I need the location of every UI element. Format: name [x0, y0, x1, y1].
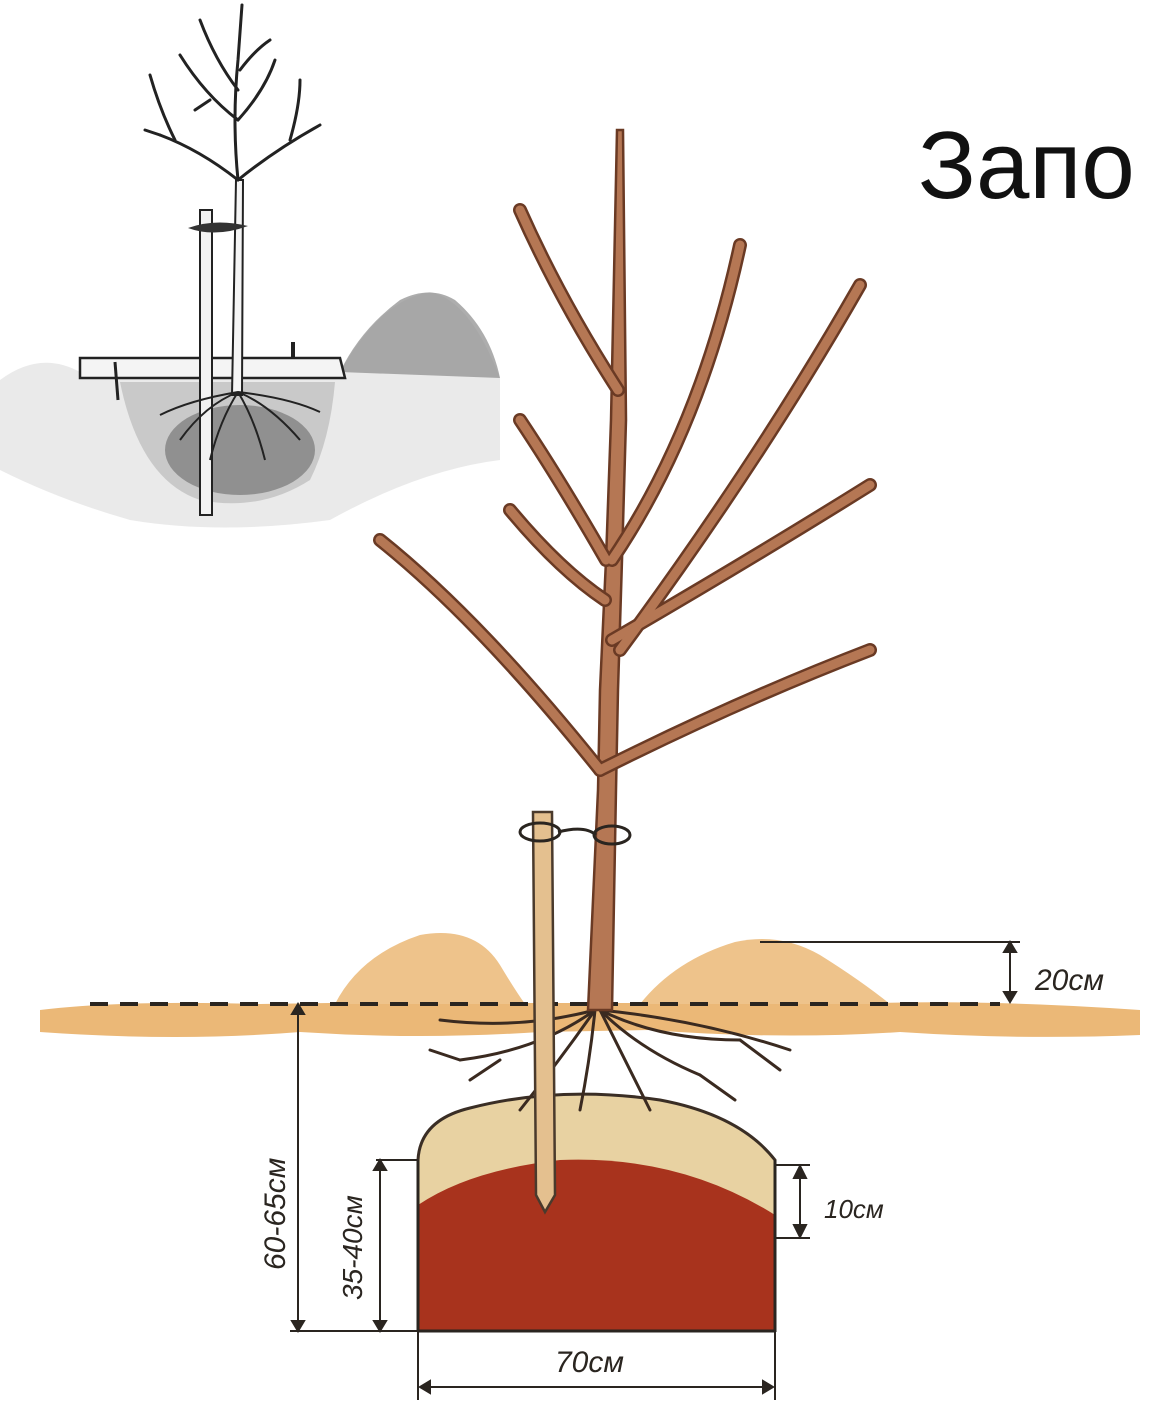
inset-stake: [200, 210, 212, 515]
tree-stake: [533, 812, 555, 1212]
label-fertile-layer: 35-40см: [337, 1195, 368, 1300]
label-pit-depth: 60-65см: [259, 1158, 292, 1270]
mound-right: [640, 939, 890, 1004]
inset-soil-mound: [165, 405, 315, 495]
label-top-layer: 10см: [824, 1194, 884, 1224]
label-mound-height: 20см: [1034, 964, 1104, 997]
inset-sketch: [0, 0, 505, 530]
label-pit-width: 70см: [555, 1346, 624, 1379]
mound-left: [335, 933, 525, 1004]
tree-trunk: [588, 130, 626, 1010]
